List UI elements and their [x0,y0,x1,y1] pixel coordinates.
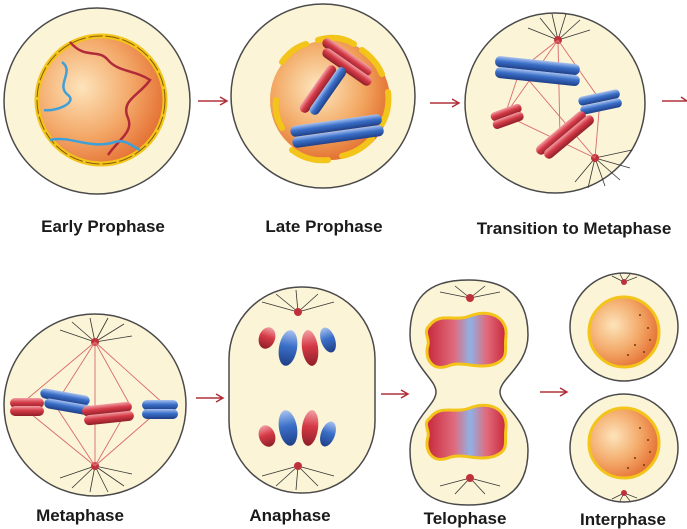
arrow-1 [198,97,227,105]
centrosome [294,308,302,316]
label-anaphase: Anaphase [249,506,330,525]
label-early-prophase: Early Prophase [41,217,165,236]
arrow-4 [196,394,223,402]
arrow-6 [540,388,567,396]
centrosome [621,490,627,496]
label-telophase: Telophase [424,509,507,528]
daughter-nucleus-bottom [589,408,659,478]
daughter-nucleus-top [589,297,659,367]
label-late-prophase: Late Prophase [265,217,382,236]
arrow-2 [430,99,459,107]
arrow-3 [662,97,687,101]
centrosome [466,474,474,482]
daughter-nucleus-top [426,313,506,367]
telophase-cell [410,280,528,505]
label-interphase: Interphase [580,510,666,529]
centrosome [294,462,302,470]
centrosome [466,294,474,302]
transition-to-metaphase-cell [465,13,645,193]
anaphase-cell [229,287,375,493]
early-prophase-cell [4,8,190,194]
interphase-cells [570,273,678,502]
late-prophase-cell [231,4,415,188]
metaphase-cell [4,314,186,496]
arrow-5 [381,390,408,398]
label-metaphase: Metaphase [36,506,124,525]
centrosome [621,279,627,285]
daughter-nucleus-bottom [426,405,506,459]
label-transition-to-metaphase: Transition to Metaphase [477,219,672,238]
